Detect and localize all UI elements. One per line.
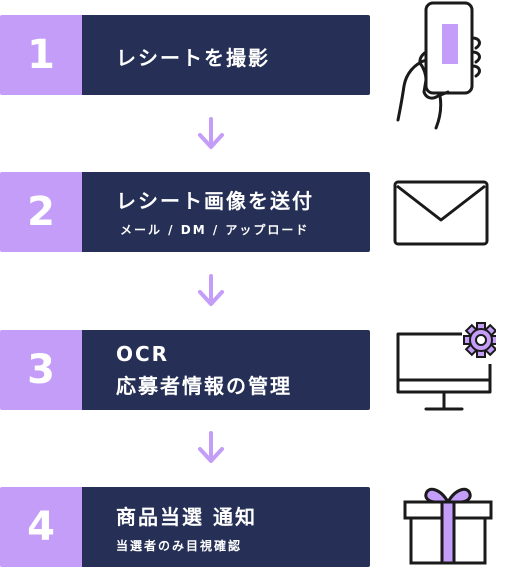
step-1: 1 レシートを撮影 bbox=[0, 15, 370, 95]
step-box-3: OCR 応募者情報の管理 bbox=[82, 330, 370, 410]
envelope-icon bbox=[393, 180, 489, 246]
step-2: 2 レシート画像を送付 メール / DM / アップロード bbox=[0, 172, 370, 252]
step-number-3: 3 bbox=[0, 330, 82, 410]
step-title-4: 商品当選 通知 bbox=[116, 505, 257, 529]
smartphone-hand-icon bbox=[396, 1, 481, 130]
step-title-2: レシート画像を送付 bbox=[116, 189, 314, 213]
step-title-1: レシートを撮影 bbox=[116, 46, 270, 70]
step-number-1: 1 bbox=[0, 15, 82, 95]
step-box-4: 商品当選 通知 当選者のみ目視確認 bbox=[82, 487, 370, 567]
step-number-4: 4 bbox=[0, 487, 82, 567]
monitor-gear-icon bbox=[396, 322, 496, 411]
step-box-2: レシート画像を送付 メール / DM / アップロード bbox=[82, 172, 370, 252]
step-3: 3 OCR 応募者情報の管理 bbox=[0, 330, 370, 410]
step-subtitle-4: 当選者のみ目視確認 bbox=[116, 539, 243, 553]
step-title-3-line2: 応募者情報の管理 bbox=[116, 374, 292, 398]
step-box-1: レシートを撮影 bbox=[82, 15, 370, 95]
arrow-down-icon bbox=[198, 274, 224, 306]
arrow-down-icon bbox=[198, 117, 224, 149]
step-subtitle-2: メール / DM / アップロード bbox=[120, 223, 310, 237]
step-number-2: 2 bbox=[0, 172, 82, 252]
gift-box-icon bbox=[403, 487, 493, 565]
step-title-3-line1: OCR bbox=[116, 342, 170, 366]
arrow-down-icon bbox=[198, 431, 224, 463]
step-4: 4 商品当選 通知 当選者のみ目視確認 bbox=[0, 487, 370, 567]
